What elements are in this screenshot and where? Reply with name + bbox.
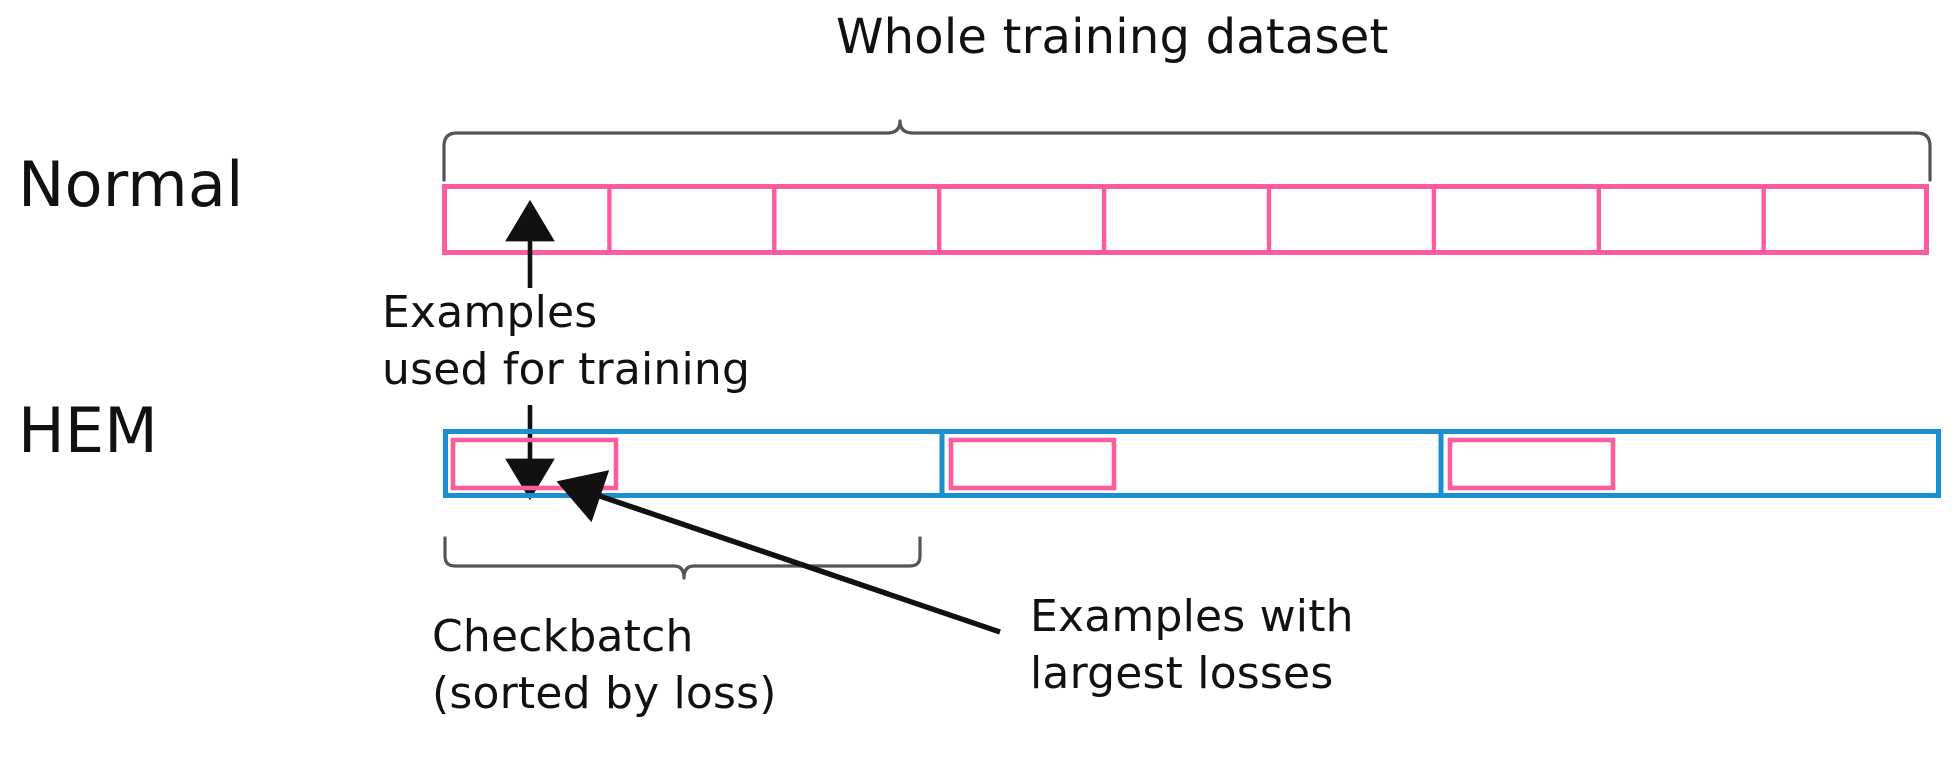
lower-brace — [443, 536, 922, 580]
examples-used-label-line2: used for training — [382, 344, 751, 395]
checkbatch-label-line1: Checkbatch — [432, 611, 694, 662]
normal-bar — [442, 184, 1929, 255]
row-label-normal: Normal — [18, 148, 244, 221]
largest-losses-label-line2: largest losses — [1030, 648, 1334, 699]
hem-inner-boxes — [450, 437, 1616, 491]
upper-brace — [442, 119, 1932, 182]
largest-losses-label-line1: Examples with — [1030, 591, 1354, 642]
hem-bar — [443, 429, 1941, 498]
page-title: Whole training dataset — [836, 9, 1389, 65]
row-label-hem: HEM — [18, 394, 158, 467]
examples-used-label-line1: Examples — [382, 287, 598, 338]
checkbatch-label-line2: (sorted by loss) — [432, 668, 777, 719]
